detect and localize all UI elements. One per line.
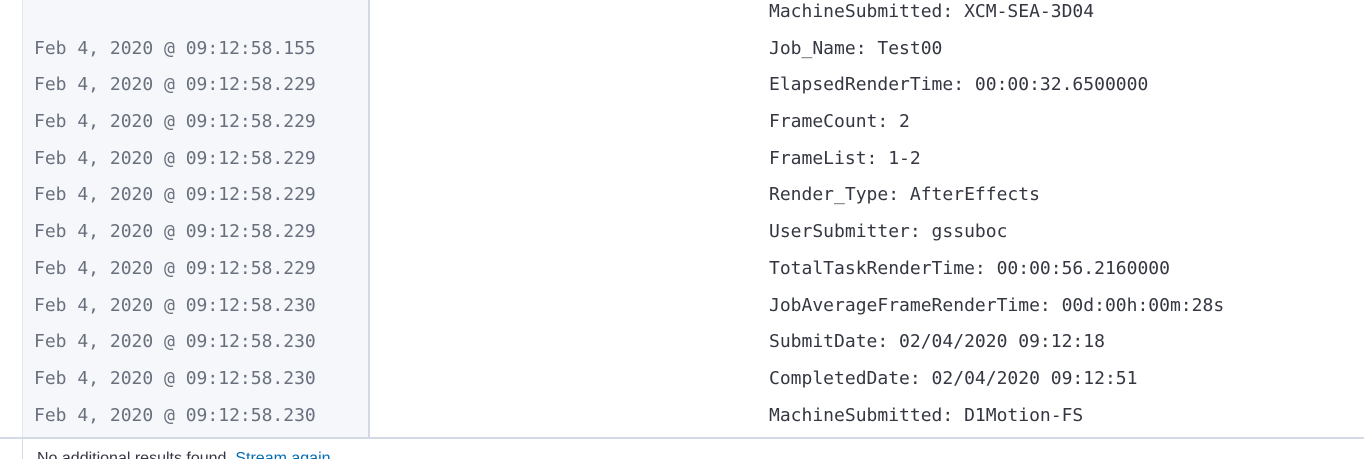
log-row[interactable]: Feb 4, 2020 @ 09:12:58.229 UserSubmitter:… xyxy=(0,214,1364,251)
log-message: Render_Type: AfterEffects xyxy=(769,184,1040,206)
log-timestamp: Feb 4, 2020 @ 09:12:58.230 xyxy=(34,294,316,316)
stream-status-text: No additional results found. Stream agai… xyxy=(37,449,331,459)
log-row[interactable]: Feb 4, 2020 @ 09:12:58.229 FrameCount: 2 xyxy=(0,104,1364,141)
log-timestamp: Feb 4, 2020 @ 09:12:58.229 xyxy=(34,74,316,96)
log-message: CompletedDate: 02/04/2020 09:12:51 xyxy=(769,367,1138,389)
log-row[interactable]: Feb 4, 2020 @ 09:12:58.229 Render_Type: A… xyxy=(0,177,1364,214)
log-message: MachineSubmitted: XCM-SEA-3D04 xyxy=(769,1,1095,22)
log-timestamp: Feb 4, 2020 @ 09:12:58.229 xyxy=(34,221,316,243)
log-row[interactable]: Feb 4, 2020 @ 09:12:58.229 TotalTaskRende… xyxy=(0,251,1364,288)
log-timestamp: Feb 4, 2020 @ 09:12:58.230 xyxy=(34,367,316,389)
no-results-text: No additional results found. xyxy=(37,450,231,459)
log-timestamp: Feb 4, 2020 @ 09:12:58.229 xyxy=(34,147,316,169)
log-timestamp: Feb 4, 2020 @ 09:12:58.229 xyxy=(34,111,316,133)
timestamp-column xyxy=(22,0,370,437)
log-panel-divider xyxy=(0,437,1364,439)
log-row[interactable]: Feb 4, 2020 @ 09:12:58.230 SubmitDate: 02… xyxy=(0,324,1364,361)
stream-status-bar: No additional results found. Stream agai… xyxy=(22,437,1364,459)
log-message: Job_Name: Test00 xyxy=(769,37,943,59)
stream-again-link[interactable]: Stream again xyxy=(235,450,331,459)
log-timestamp: Feb 4, 2020 @ 09:12:58.229 xyxy=(34,184,316,206)
log-row[interactable]: MachineSubmitted: XCM-SEA-3D04 xyxy=(0,0,1364,31)
log-row[interactable]: Feb 4, 2020 @ 09:12:58.155 Job_Name: Test… xyxy=(0,31,1364,68)
log-message: FrameCount: 2 xyxy=(769,111,910,133)
log-row[interactable]: Feb 4, 2020 @ 09:12:58.229 ElapsedRenderT… xyxy=(0,67,1364,104)
log-row[interactable]: Feb 4, 2020 @ 09:12:58.229 FrameList: 1-2 xyxy=(0,141,1364,178)
log-timestamp: Feb 4, 2020 @ 09:12:58.230 xyxy=(34,331,316,353)
log-timestamp: Feb 4, 2020 @ 09:12:58.229 xyxy=(34,257,316,279)
log-message: MachineSubmitted: D1Motion-FS xyxy=(769,404,1084,426)
log-message: UserSubmitter: gssuboc xyxy=(769,221,1008,243)
log-message: TotalTaskRenderTime: 00:00:56.2160000 xyxy=(769,257,1170,279)
log-message: SubmitDate: 02/04/2020 09:12:18 xyxy=(769,331,1105,353)
log-message: JobAverageFrameRenderTime: 00d:00h:00m:2… xyxy=(769,294,1225,316)
log-timestamp: Feb 4, 2020 @ 09:12:58.155 xyxy=(34,37,316,59)
log-message: ElapsedRenderTime: 00:00:32.6500000 xyxy=(769,74,1149,96)
log-timestamp: Feb 4, 2020 @ 09:12:58.230 xyxy=(34,404,316,426)
log-row[interactable]: Feb 4, 2020 @ 09:12:58.230 MachineSubmitt… xyxy=(0,398,1364,435)
log-message: FrameList: 1-2 xyxy=(769,147,921,169)
log-row[interactable]: Feb 4, 2020 @ 09:12:58.230 CompletedDate:… xyxy=(0,361,1364,398)
log-row[interactable]: Feb 4, 2020 @ 09:12:58.230 JobAverageFram… xyxy=(0,288,1364,325)
